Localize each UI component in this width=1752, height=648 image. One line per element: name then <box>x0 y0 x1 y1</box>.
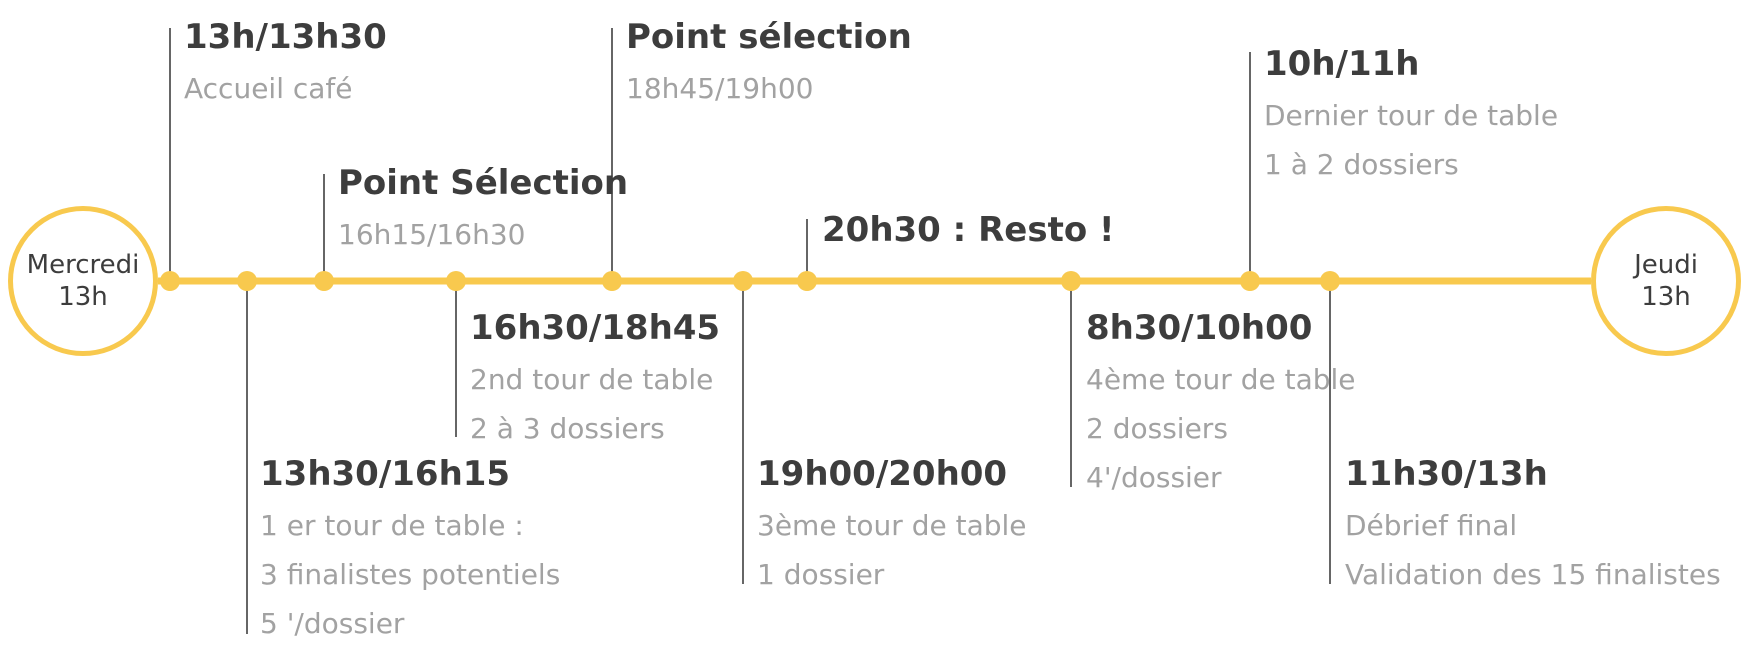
event-title: 20h30 : Resto ! <box>822 210 1115 250</box>
event-title: 8h30/10h00 <box>1086 308 1313 348</box>
timeline-dot <box>733 271 753 291</box>
event-detail: 2 à 3 dossiers <box>470 412 665 445</box>
end-day-label: Jeudi <box>1634 250 1698 280</box>
event-title: Point Sélection <box>338 163 629 203</box>
event-detail: Débrief final <box>1345 509 1518 542</box>
event-detail: 1 à 2 dossiers <box>1264 148 1459 181</box>
timeline-dot <box>1320 271 1340 291</box>
event-title: 13h/13h30 <box>184 17 387 57</box>
event-detail: 4ème tour de table <box>1086 363 1356 396</box>
timeline-dot <box>602 271 622 291</box>
timeline-dots <box>160 271 1340 291</box>
event-detail: 5 '/dossier <box>260 607 405 640</box>
event-detail: 3 finalistes potentiels <box>260 558 561 591</box>
start-time-label: 13h <box>58 282 108 312</box>
event-detail: Validation des 15 finalistes <box>1345 558 1721 591</box>
event-accueil: 13h/13h30 Accueil café <box>184 16 387 113</box>
event-resto: 20h30 : Resto ! <box>822 209 1115 257</box>
event-detail: 3ème tour de table <box>757 509 1027 542</box>
timeline-dot <box>237 271 257 291</box>
end-time-label: 13h <box>1641 282 1691 312</box>
timeline-dot <box>797 271 817 291</box>
event-detail: 4'/dossier <box>1086 461 1222 494</box>
timeline-dot <box>314 271 334 291</box>
event-title: 19h00/20h00 <box>757 454 1008 494</box>
event-title: Point sélection <box>626 17 912 57</box>
event-point-selection-1: Point Sélection 16h15/16h30 <box>338 162 628 259</box>
event-detail: 18h45/19h00 <box>626 72 814 105</box>
timeline-connectors <box>169 28 1331 634</box>
event-detail: 2 dossiers <box>1086 412 1228 445</box>
event-second-tour: 16h30/18h45 2nd tour de table 2 à 3 doss… <box>470 307 720 453</box>
event-title: 13h30/16h15 <box>260 454 511 494</box>
timeline-dot <box>446 271 466 291</box>
event-detail: 1 dossier <box>757 558 885 591</box>
timeline-dot <box>1061 271 1081 291</box>
event-title: 10h/11h <box>1264 44 1420 84</box>
start-circle: Mercredi 13h <box>8 206 158 356</box>
event-detail: Accueil café <box>184 72 353 105</box>
start-day-label: Mercredi <box>26 250 140 280</box>
event-quatrieme-tour: 8h30/10h00 4ème tour de table 2 dossiers… <box>1086 307 1356 502</box>
timeline-dot <box>160 271 180 291</box>
event-detail: 2nd tour de table <box>470 363 714 396</box>
event-premier-tour: 13h30/16h15 1 er tour de table : 3 final… <box>260 453 560 648</box>
event-title: 11h30/13h <box>1345 454 1548 494</box>
event-title: 16h30/18h45 <box>470 308 721 348</box>
event-detail: Dernier tour de table <box>1264 99 1559 132</box>
event-troisieme-tour: 19h00/20h00 3ème tour de table 1 dossier <box>757 453 1027 599</box>
event-detail: 16h15/16h30 <box>338 218 526 251</box>
event-dernier-tour: 10h/11h Dernier tour de table 1 à 2 doss… <box>1264 43 1558 189</box>
event-point-selection-2: Point sélection 18h45/19h00 <box>626 16 912 113</box>
timeline-dot <box>1240 271 1260 291</box>
event-debrief: 11h30/13h Débrief final Validation des 1… <box>1345 453 1721 599</box>
end-circle: Jeudi 13h <box>1591 206 1741 356</box>
event-detail: 1 er tour de table : <box>260 509 524 542</box>
